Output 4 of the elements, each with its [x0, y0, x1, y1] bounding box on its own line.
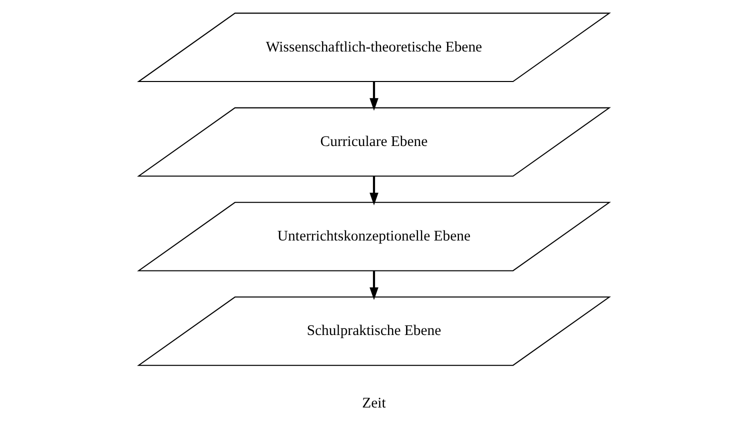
label: Zeit: [362, 395, 386, 412]
arrow: [369, 81, 378, 110]
arrow: [369, 270, 378, 300]
arrow: [369, 176, 378, 205]
